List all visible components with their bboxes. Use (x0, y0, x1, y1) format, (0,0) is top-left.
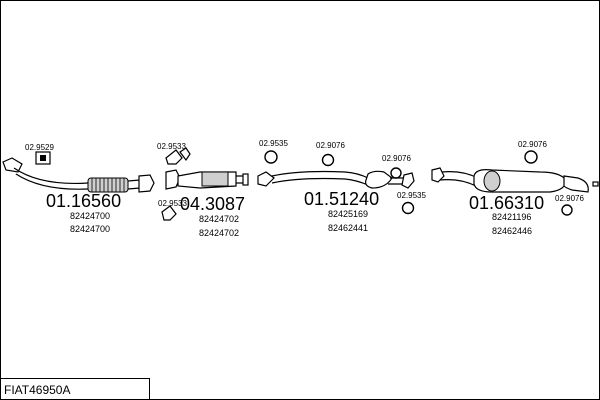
rubber-mount-icon (561, 204, 573, 216)
part-ref: 82425169 (328, 209, 368, 219)
front-pipe-flange (2, 157, 23, 173)
rubber-mount-icon (524, 150, 538, 164)
center-silencer (365, 170, 393, 189)
accessory-label: 02.9535 (259, 139, 288, 148)
rubber-mount-icon (390, 167, 402, 179)
part-number: 01.16560 (46, 191, 121, 211)
accessory-label: 02.9076 (316, 141, 345, 150)
middle-pipe-end (401, 172, 415, 189)
accessory-label: 02.9535 (397, 191, 426, 200)
part-ref: 82462446 (492, 226, 532, 236)
front-pipe-end-flange (138, 174, 155, 193)
part-ref: 82424700 (70, 211, 110, 221)
accessory-label: 02.9076 (518, 140, 547, 149)
accessory-label: 02.9076 (382, 154, 411, 163)
catalytic-converter-part[interactable] (165, 169, 249, 190)
gasket-ring-icon (264, 150, 278, 164)
rear-silencer-part[interactable] (431, 167, 599, 193)
accessory-6[interactable] (401, 201, 415, 215)
tail-pipe (563, 175, 589, 193)
gasket-ring-icon (401, 201, 415, 215)
part-number: 04.3087 (180, 194, 245, 214)
accessory-7[interactable] (524, 150, 538, 164)
accessory-1[interactable] (165, 147, 191, 165)
accessory-8[interactable] (561, 204, 573, 216)
part-ref: 82424700 (70, 224, 110, 234)
part-ref: 82424702 (199, 228, 239, 238)
part-ref: 82462441 (328, 223, 368, 233)
clamp-icon (165, 149, 183, 165)
front-pipe-part[interactable] (2, 157, 155, 193)
rear-pipe-flange (431, 167, 445, 183)
part-number: 01.51240 (304, 189, 379, 209)
accessory-label: 02.9533 (157, 142, 186, 151)
middle-silencer-part[interactable] (257, 170, 415, 189)
converter-outlet (242, 173, 249, 186)
part-ref: 82424702 (199, 214, 239, 224)
middle-pipe-flange (257, 171, 275, 187)
accessory-label: 02.9529 (25, 143, 54, 152)
rear-silencer-end-cap (483, 170, 501, 192)
accessory-2[interactable] (161, 205, 177, 221)
accessory-label: 02.9533 (158, 199, 187, 208)
accessory-4[interactable] (321, 153, 335, 167)
part-ref: 82421196 (492, 212, 531, 222)
accessory-0[interactable] (35, 151, 51, 165)
tail-pipe-tip (592, 181, 599, 187)
rubber-mount-icon (321, 153, 335, 167)
accessory-5[interactable] (390, 167, 402, 179)
accessory-3[interactable] (264, 150, 278, 164)
clamp-icon (161, 205, 177, 221)
part-number: 01.66310 (469, 193, 544, 213)
accessory-label: 02.9076 (555, 194, 584, 203)
diagram-id: FIAT46950A (4, 383, 70, 397)
converter-core (201, 171, 229, 187)
